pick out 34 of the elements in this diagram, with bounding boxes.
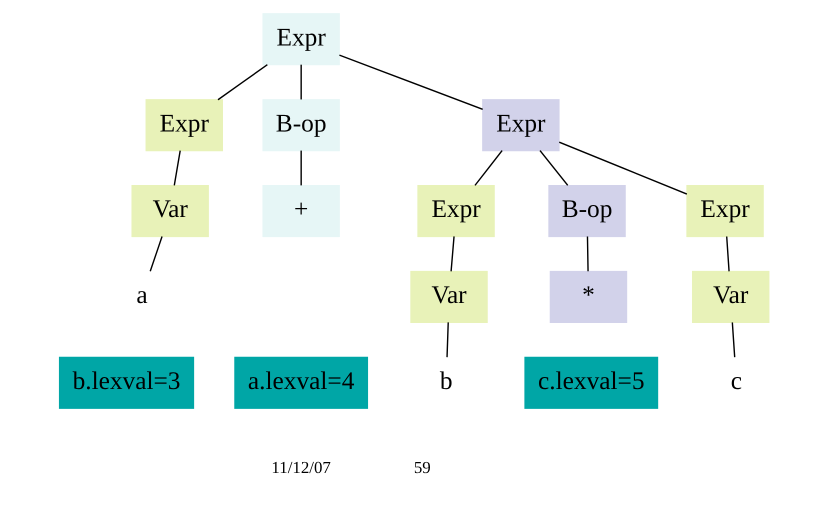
node-box: c.lexval=5 xyxy=(524,356,658,409)
node-text: a xyxy=(136,281,148,310)
node-box: Expr xyxy=(686,184,764,238)
connector xyxy=(338,54,482,110)
node-text: c xyxy=(730,367,742,396)
connector xyxy=(450,236,454,272)
node-box: Var xyxy=(691,270,769,323)
label: 11/12/07 xyxy=(270,458,330,478)
node-box: b.lexval=3 xyxy=(58,356,194,409)
connector xyxy=(731,322,735,358)
connector xyxy=(217,64,268,100)
node-text: b xyxy=(439,367,452,396)
connector xyxy=(173,150,180,186)
node-box: B-op xyxy=(262,99,340,152)
connector xyxy=(300,64,302,100)
connector xyxy=(446,322,448,358)
node-box: Expr xyxy=(262,13,340,66)
connector xyxy=(726,236,730,272)
node-box: Expr xyxy=(145,99,222,152)
node-box: B-op xyxy=(548,184,626,238)
node-box: Expr xyxy=(416,184,494,238)
node-box: Var xyxy=(130,184,208,238)
node-box: Var xyxy=(410,270,488,323)
connector xyxy=(558,142,687,195)
node-box: Expr xyxy=(482,99,560,152)
connector xyxy=(586,236,588,272)
connector xyxy=(538,150,568,186)
connector xyxy=(300,150,302,186)
connector xyxy=(474,150,502,186)
node-box: + xyxy=(262,184,340,238)
connector xyxy=(149,236,162,272)
label: 59 xyxy=(413,458,430,478)
node-box: a.lexval=4 xyxy=(234,356,368,409)
node-box: * xyxy=(549,270,627,323)
